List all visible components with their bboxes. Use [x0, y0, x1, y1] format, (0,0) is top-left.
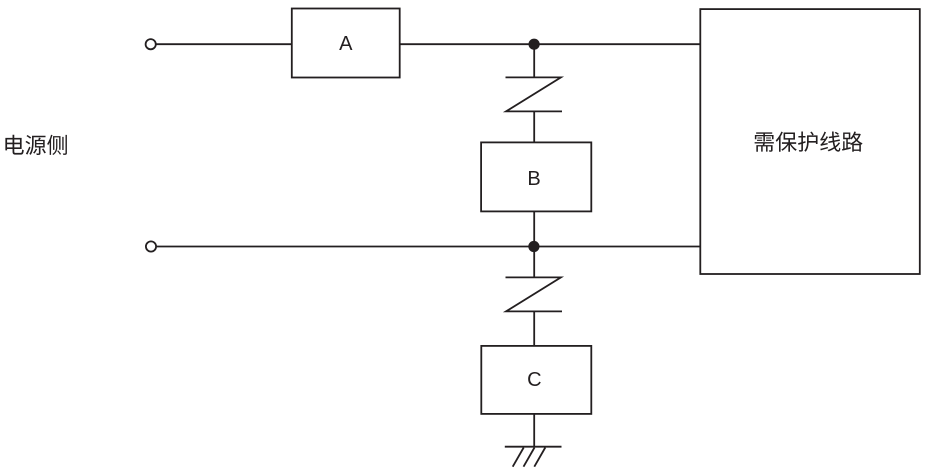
svg-text:C: C [527, 369, 541, 391]
svg-text:A: A [339, 33, 353, 55]
svg-text:B: B [527, 168, 540, 190]
